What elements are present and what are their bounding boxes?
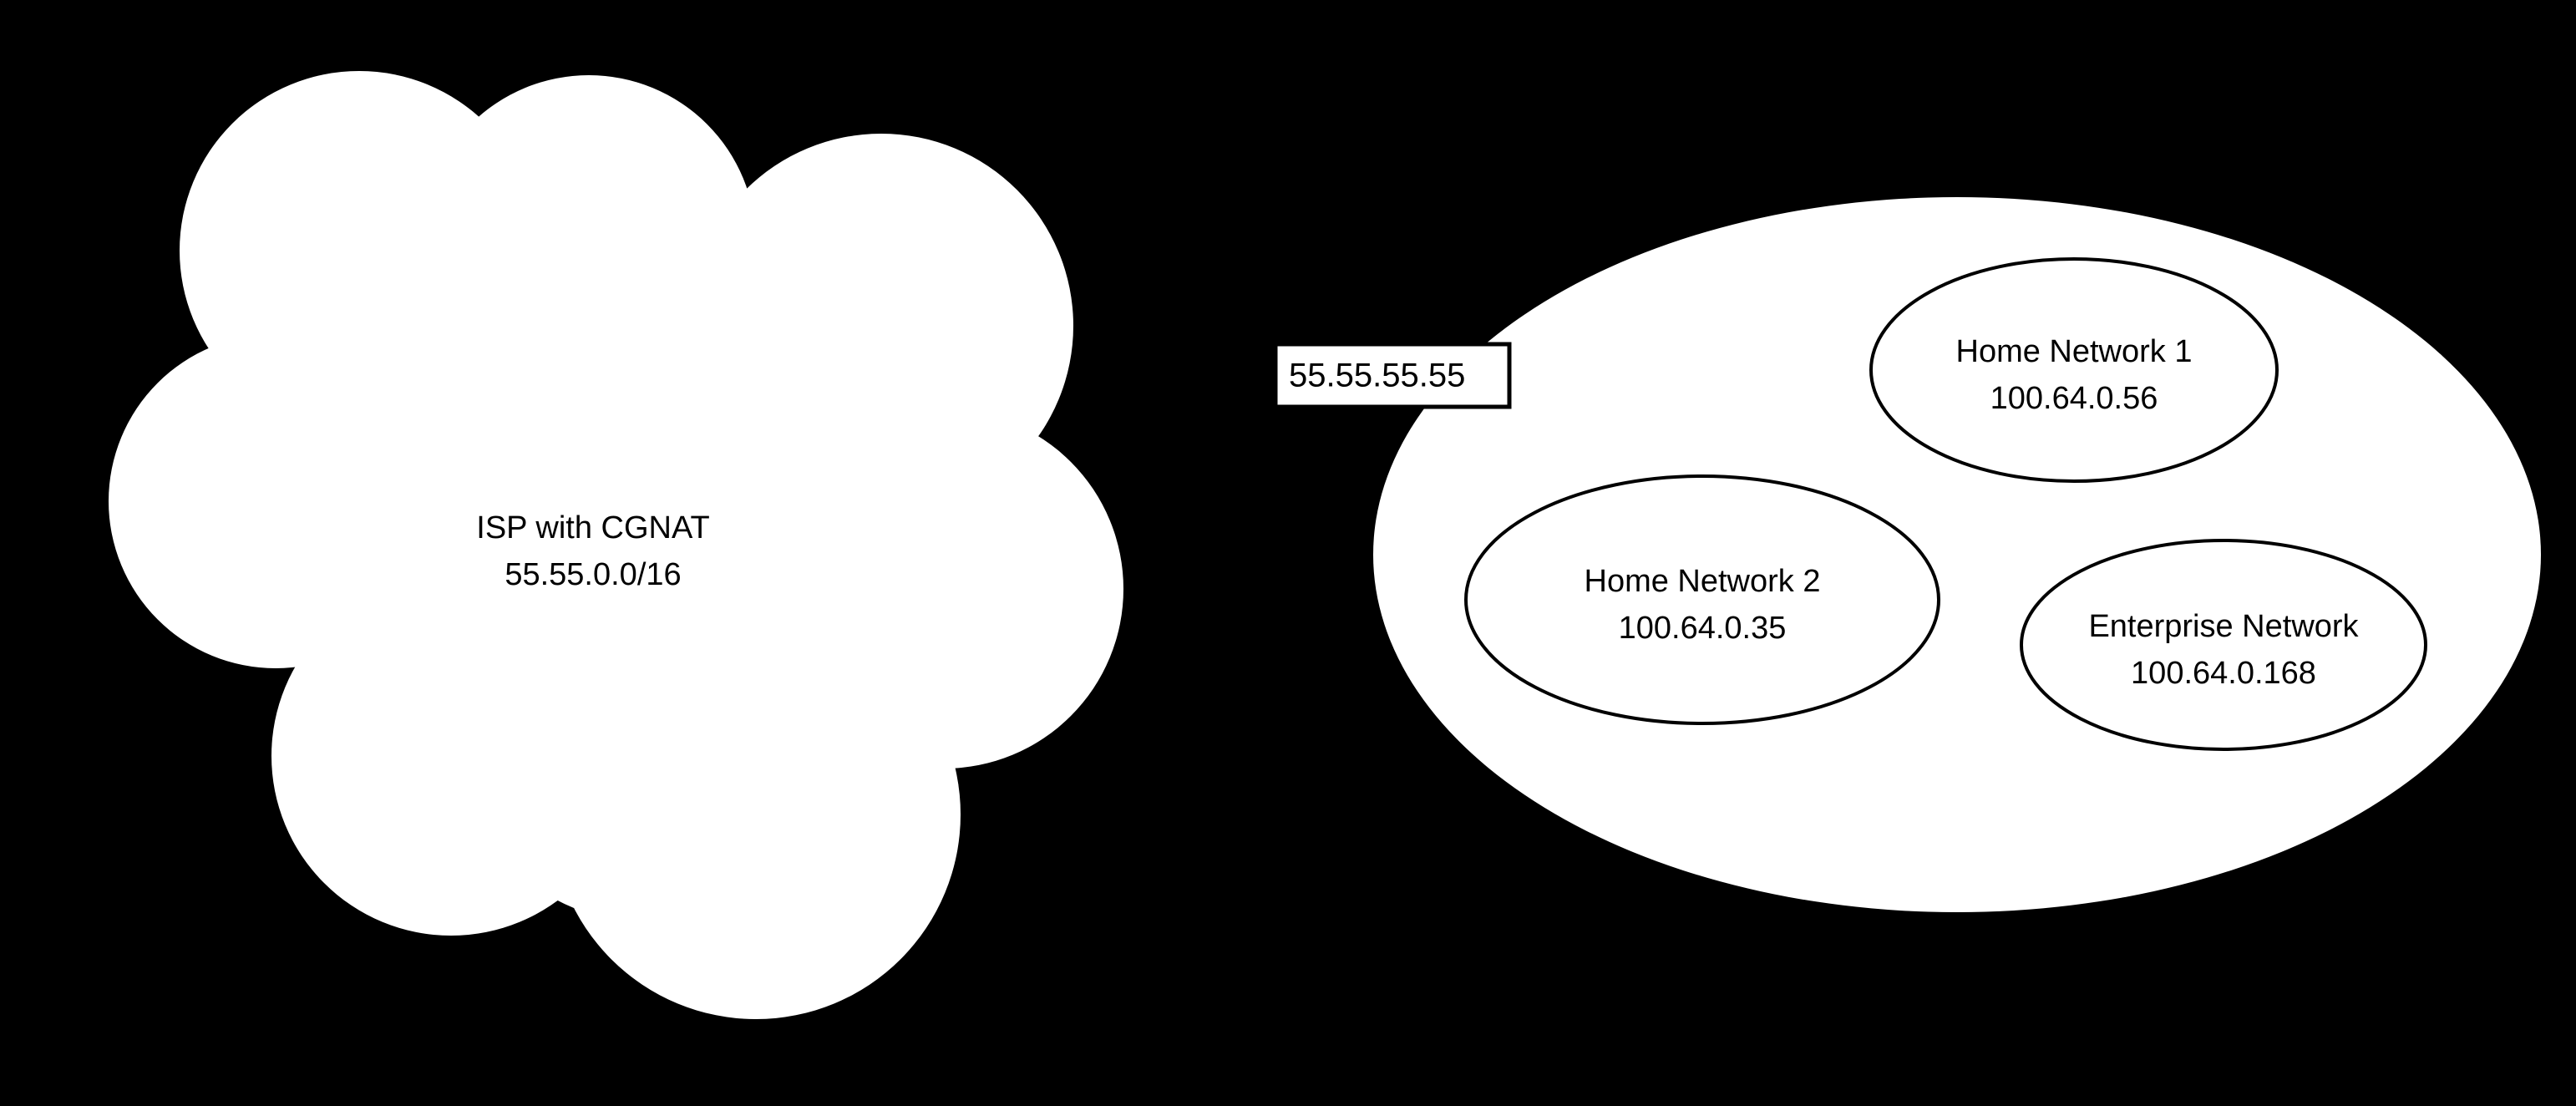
isp-cloud-node[interactable]: ISP with CGNAT 55.55.0.0/16 bbox=[109, 71, 1123, 1019]
home-network-2-name: Home Network 2 bbox=[1585, 564, 1821, 599]
home-network-1-ellipse bbox=[1869, 257, 2279, 483]
public-ip-label-group[interactable]: 55.55.55.55 bbox=[1273, 342, 1512, 409]
home-network-1-name: Home Network 1 bbox=[1956, 334, 2193, 369]
enterprise-network-ellipse bbox=[2020, 539, 2427, 751]
isp-cloud-address: 55.55.0.0/16 bbox=[505, 557, 681, 592]
cloud-shape bbox=[109, 71, 1123, 1019]
enterprise-network-name: Enterprise Network bbox=[2088, 609, 2359, 644]
home-network-2-ellipse bbox=[1464, 474, 1940, 725]
home-network-1-node[interactable]: Home Network 1 100.64.0.56 bbox=[1869, 257, 2279, 483]
home-network-2-address: 100.64.0.35 bbox=[1619, 611, 1787, 646]
public-ip-label-text: 55.55.55.55 bbox=[1289, 358, 1465, 394]
enterprise-network-node[interactable]: Enterprise Network 100.64.0.168 bbox=[2020, 539, 2427, 751]
public-ip-label-box bbox=[1273, 342, 1512, 409]
home-network-1-address: 100.64.0.56 bbox=[1990, 381, 2158, 416]
isp-cloud-name: ISP with CGNAT bbox=[476, 510, 709, 545]
enterprise-network-address: 100.64.0.168 bbox=[2131, 656, 2316, 691]
home-network-2-node[interactable]: Home Network 2 100.64.0.35 bbox=[1464, 474, 1940, 725]
